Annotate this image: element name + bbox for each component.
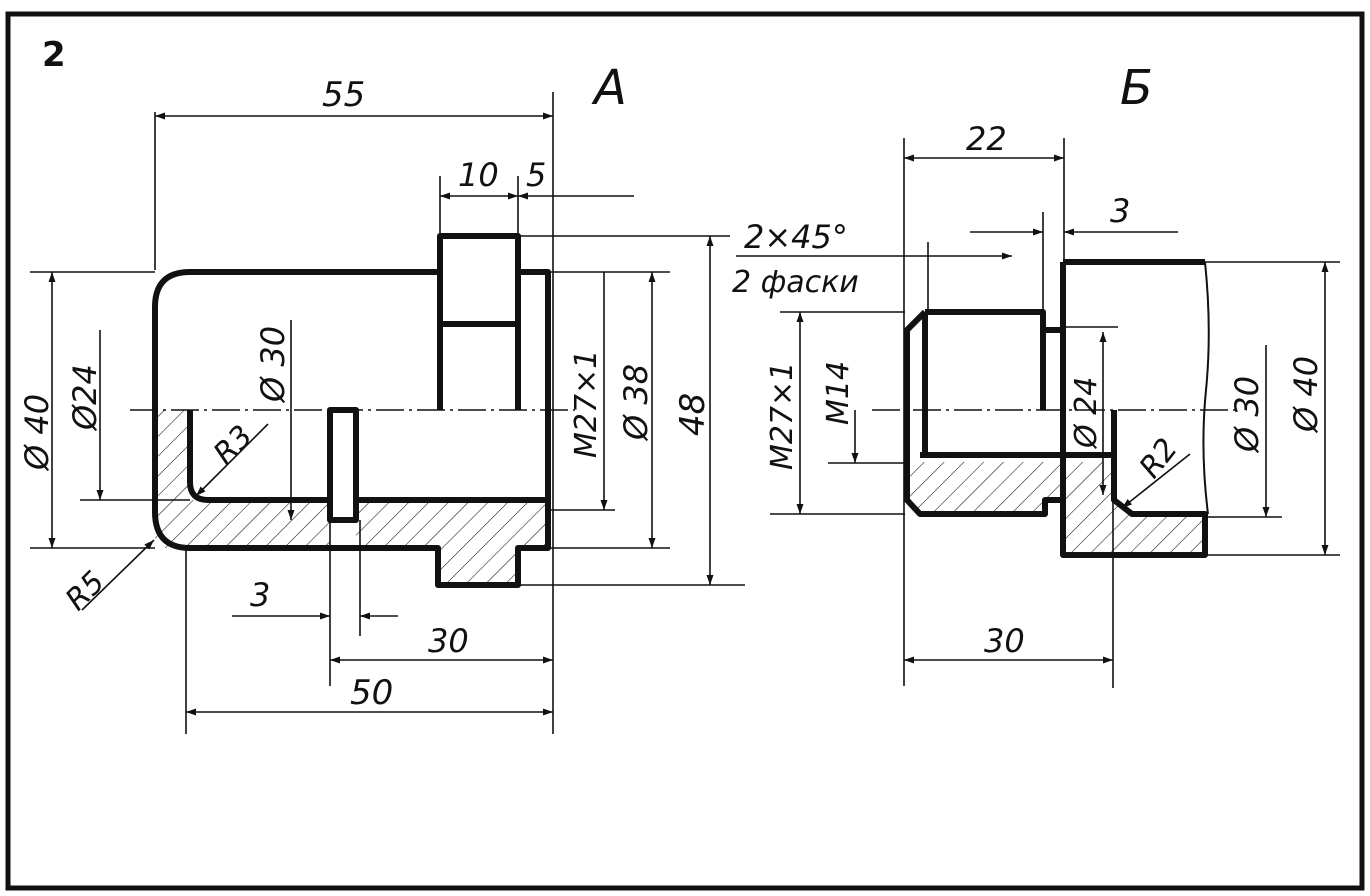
dim-3-text: 3: [250, 576, 270, 614]
view-b: Б 22 3 2×45° 2 фаски: [732, 60, 1340, 688]
dim-dia24-text: Ø 24: [1069, 377, 1104, 450]
dim-chamfer-note: 2 фаски: [732, 265, 859, 300]
view-b-outline: [1060, 259, 1208, 558]
sheet-frame: [5, 11, 1365, 891]
dim-dia38-text: Ø 38: [617, 364, 655, 442]
dim-30-text: 30: [984, 622, 1025, 660]
dim-10-text: 10: [458, 156, 499, 194]
dim-r5-text: R5: [59, 565, 112, 618]
sheet-number: 2: [42, 35, 66, 75]
view-b-label: Б: [1120, 60, 1153, 116]
dim-22-text: 22: [966, 120, 1007, 158]
dim-55-text: 55: [322, 75, 365, 115]
dim-48-text: 48: [673, 393, 713, 436]
view-a-groove: [327, 407, 359, 523]
dim-r3-leader: [195, 423, 269, 497]
view-b-section-hatch-2: [1063, 500, 1205, 555]
dim-dia24-text: Ø24: [66, 364, 104, 432]
dim-r3-text: R3: [207, 419, 260, 472]
view-a: А 55 10 5: [18, 60, 745, 734]
dim-30-text: 30: [428, 622, 469, 660]
view-a-label: А: [591, 60, 627, 116]
dim-dia30-text: Ø 30: [1228, 376, 1266, 454]
dim-dia40-text: Ø 40: [18, 394, 56, 472]
dim-chamfer-size: 2×45°: [744, 218, 848, 256]
dim-dia30-text: Ø 30: [254, 326, 292, 404]
dim-m27-text: M27×1: [569, 350, 604, 458]
dim-r5-leader: [81, 539, 155, 611]
view-a-section-hatch-2: [356, 500, 548, 585]
view-a-outline: [152, 233, 551, 588]
view-a-bore: [187, 410, 330, 503]
dim-dia40-text: Ø 40: [1287, 356, 1325, 434]
dim-3-text: 3: [1110, 192, 1130, 230]
dim-r2-text: R2: [1133, 432, 1185, 485]
dim-5-text: 5: [526, 156, 546, 194]
view-b-right-break: [1202, 261, 1210, 515]
view-a-section-hatch: [155, 410, 330, 548]
dim-m27-text: M27×1: [765, 362, 800, 470]
dim-m14-text: M14: [821, 361, 856, 425]
dim-r2-leader: [1121, 453, 1191, 509]
dim-50-text: 50: [350, 673, 393, 713]
